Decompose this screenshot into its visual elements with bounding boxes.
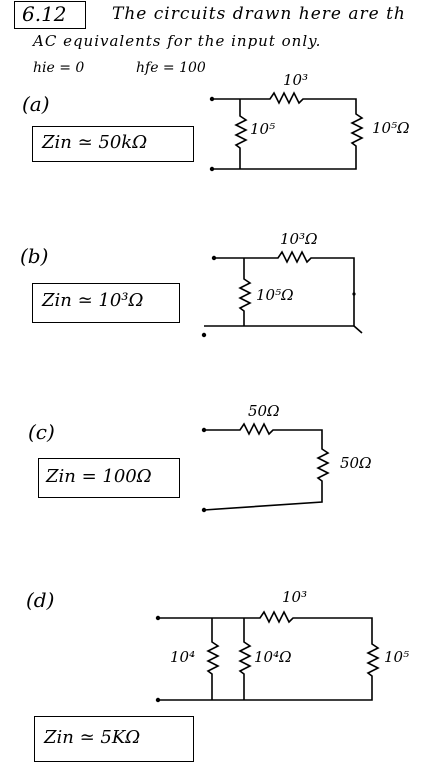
part-d-label: (d) xyxy=(26,588,55,612)
circuit-d-series-label: 10³ xyxy=(282,588,307,606)
problem-number-box xyxy=(14,1,86,29)
circuit-b: 10³Ω 10⁵Ω xyxy=(201,230,363,338)
problem-number: 6.12 xyxy=(22,2,67,26)
circuit-d-load-label: 10⁵ xyxy=(384,648,409,666)
circuit-c-series-label: 50Ω xyxy=(248,402,280,420)
circuit-b-shunt-label: 10⁵Ω xyxy=(256,286,294,304)
circuit-a-load-label: 10⁵Ω xyxy=(372,119,410,137)
circuit-a-shunt-label: 10⁵ xyxy=(250,120,275,138)
part-a-label: (a) xyxy=(22,92,50,116)
zin-d: Zin ≃ 5KΩ xyxy=(44,727,141,748)
circuit-d-shunt-resistor-2 xyxy=(238,618,252,700)
circuit-b-node xyxy=(352,292,356,296)
circuit-a-shunt-resistor xyxy=(234,99,248,169)
circuit-d-shunt1-label: 10⁴ xyxy=(170,648,195,666)
circuit-a-loop xyxy=(212,91,364,170)
param-hie: hie = 0 xyxy=(33,60,85,76)
header-line-1: The circuits drawn here are th xyxy=(112,4,406,24)
zin-a: Zin ≃ 50kΩ xyxy=(42,132,148,153)
circuit-b-loop xyxy=(204,250,355,327)
terminal-b-bottom xyxy=(201,332,207,338)
circuit-d-shunt2-label: 10⁴Ω xyxy=(254,648,292,666)
zin-c: Zin = 100Ω xyxy=(46,466,152,487)
circuit-a: 10³ 10⁵ 10⁵Ω xyxy=(209,71,410,172)
circuit-d: 10³ 10⁴ 10⁴Ω 10⁵ xyxy=(155,588,409,703)
zin-b: Zin ≃ 10³Ω xyxy=(42,290,144,311)
part-c-label: (c) xyxy=(28,420,55,444)
header-line-2: AC equivalents for the input only. xyxy=(33,32,322,50)
circuit-d-loop xyxy=(158,610,380,701)
circuit-b-series-label: 10³Ω xyxy=(280,230,318,248)
circuit-c: 50Ω 50Ω xyxy=(201,402,372,513)
circuit-d-shunt-resistor-1 xyxy=(206,618,220,700)
param-hfe: hfe = 100 xyxy=(136,60,206,76)
zin-a-box xyxy=(32,126,194,162)
part-b-label: (b) xyxy=(20,244,49,268)
circuit-a-series-label: 10³ xyxy=(283,71,308,89)
zin-c-box xyxy=(38,458,180,498)
zin-b-box xyxy=(32,283,180,323)
circuit-b-trace xyxy=(353,325,363,334)
zin-d-box xyxy=(34,716,194,762)
circuit-b-shunt-resistor xyxy=(238,258,252,326)
circuit-c-load-label: 50Ω xyxy=(340,454,372,472)
circuit-c-loop xyxy=(203,422,330,511)
